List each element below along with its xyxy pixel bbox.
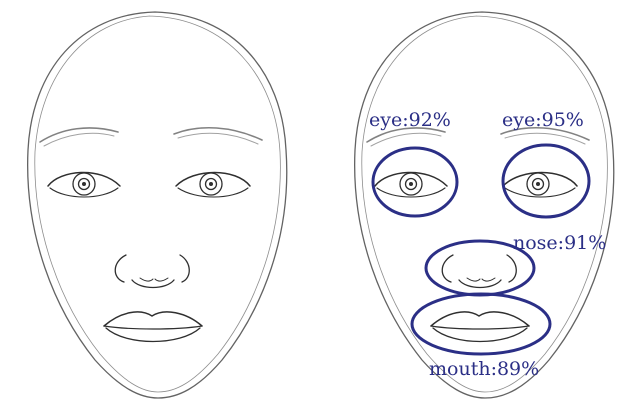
annotated-face-sketch <box>355 12 614 398</box>
original-face-sketch <box>28 12 287 398</box>
detection-ellipse-left-eye <box>373 148 457 216</box>
detection-label-mouth: mouth:89% <box>429 358 539 380</box>
detection-label-nose: nose:91% <box>513 232 606 254</box>
detection-label-left-eye: eye:92% <box>369 109 451 131</box>
detection-label-right-eye: eye:95% <box>502 109 584 131</box>
detection-ellipse-right-eye <box>503 145 589 217</box>
